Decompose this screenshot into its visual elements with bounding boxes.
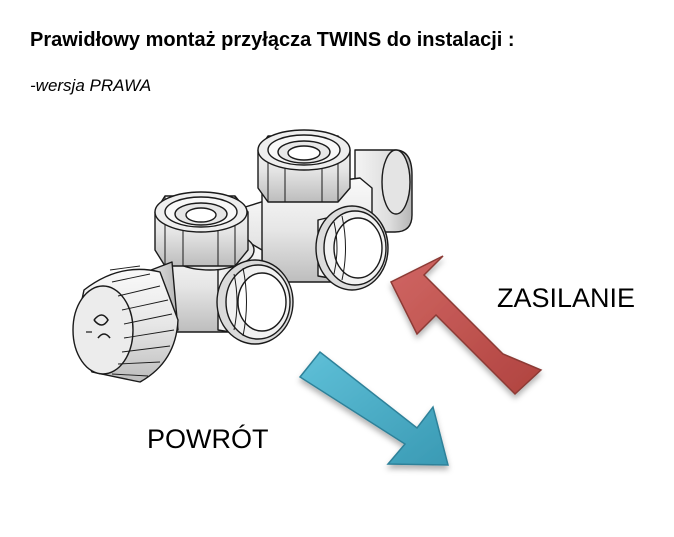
- return-arrow: [298, 350, 449, 466]
- twins-valve-illustration: [72, 129, 413, 383]
- page-title: Prawidłowy montaż przyłącza TWINS do ins…: [30, 29, 515, 51]
- page-subtitle: -wersja PRAWA: [30, 76, 152, 95]
- supply-label: ZASILANIE: [497, 283, 636, 313]
- return-label: POWRÓT: [147, 424, 269, 454]
- supply-arrow: [389, 255, 543, 396]
